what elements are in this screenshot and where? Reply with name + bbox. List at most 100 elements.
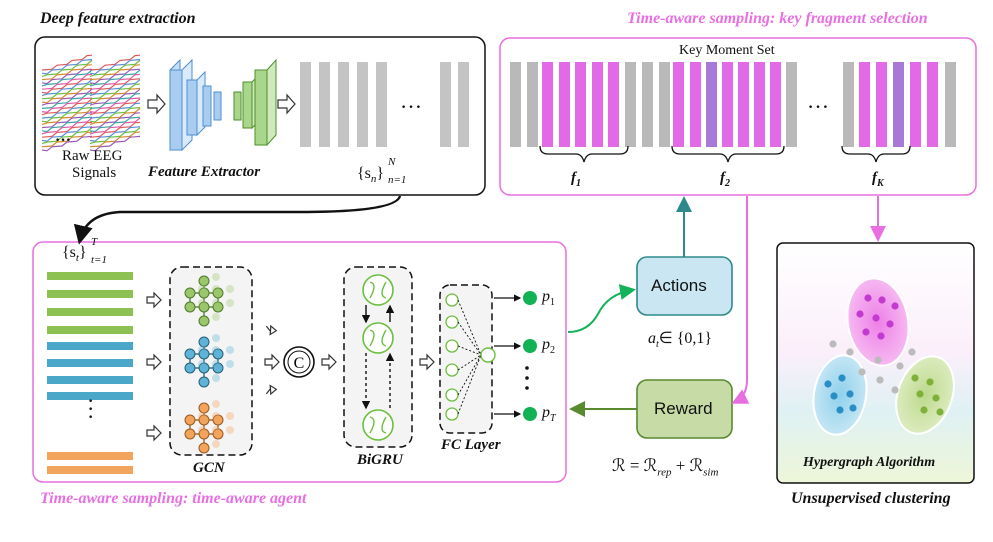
key-bar xyxy=(673,62,684,147)
cluster-node xyxy=(856,310,864,318)
gcn-node xyxy=(198,348,210,360)
feature-set-range: n=1 xyxy=(388,174,407,186)
cluster-node xyxy=(896,362,904,370)
sequence-stripe xyxy=(47,272,133,280)
feature-bar xyxy=(440,62,451,147)
gcn-node xyxy=(184,287,196,299)
eeg-trace xyxy=(41,78,93,94)
eeg-trace xyxy=(89,87,141,104)
eeg-trace xyxy=(41,116,93,133)
eeg-trace xyxy=(41,59,93,77)
clustering-caption: Unsupervised clustering xyxy=(791,490,951,507)
eeg-trace xyxy=(41,107,93,125)
key-bar xyxy=(642,62,653,147)
fc-edge xyxy=(457,345,482,356)
cluster-node xyxy=(872,314,880,322)
key-bar xyxy=(625,62,636,147)
eeg-trace xyxy=(41,126,93,142)
gcn-node xyxy=(212,348,224,360)
gcn-node-shadow xyxy=(198,360,206,368)
fc-edge xyxy=(457,354,482,371)
key-bar xyxy=(510,62,521,147)
cluster-node xyxy=(878,296,886,304)
gcn-node xyxy=(184,414,196,426)
cluster-node xyxy=(936,408,944,416)
eeg-trace xyxy=(41,73,93,90)
eeg-trace xyxy=(89,117,141,135)
eeg-trace xyxy=(89,102,141,119)
fc-input-node xyxy=(445,339,459,353)
eeg-trace xyxy=(89,107,141,123)
gcn-node xyxy=(212,428,224,440)
key-bar xyxy=(927,62,938,147)
eeg-trace xyxy=(41,59,93,75)
eeg-trace xyxy=(89,83,141,100)
eeg-trace xyxy=(89,59,141,77)
fc-edge xyxy=(457,321,482,356)
raw-eeg-label-1: Raw EEG xyxy=(62,148,123,164)
fc-input-node xyxy=(445,293,459,307)
sequence-stripe xyxy=(47,308,133,316)
gcn-node xyxy=(212,301,224,313)
eeg-trace xyxy=(41,98,93,116)
output-pt: pT xyxy=(542,404,556,425)
deep-feature-title: Deep feature extraction xyxy=(40,10,196,27)
gcn-node xyxy=(212,287,224,299)
sequence-stripe xyxy=(47,290,133,298)
fc-layer-label: FC Layer xyxy=(441,437,501,453)
gcn-node-shadow xyxy=(212,285,220,293)
key-ellipsis: … xyxy=(807,88,829,113)
key-bar xyxy=(770,62,781,147)
sequence-stripe xyxy=(47,392,133,400)
key-fragment-title: Time-aware sampling: key fragment select… xyxy=(627,10,928,27)
output-p2: p2 xyxy=(542,336,555,357)
feature-sequence xyxy=(300,62,469,147)
key-bar xyxy=(843,62,854,147)
cluster-node xyxy=(891,386,899,394)
key-bar xyxy=(945,62,956,147)
bigru-block xyxy=(343,266,413,448)
eeg-ellipsis: … xyxy=(55,128,71,145)
eeg-trace xyxy=(41,112,93,129)
flow-arrow xyxy=(147,93,296,115)
cluster-node xyxy=(916,390,924,398)
sequence-stripe xyxy=(47,326,133,334)
blue-cluster xyxy=(812,354,868,436)
agent-title: Time-aware sampling: time-aware agent xyxy=(40,490,307,507)
cluster-node xyxy=(858,368,866,376)
gcn-node xyxy=(198,336,210,348)
flow-arrow xyxy=(321,353,337,371)
gcn-node-shadow xyxy=(226,426,234,434)
bigru-arrows xyxy=(361,304,395,410)
eeg-trace xyxy=(89,54,141,71)
gcn-node xyxy=(198,442,210,454)
eeg-trace xyxy=(41,131,93,148)
gcn-node xyxy=(198,428,210,440)
cluster-node xyxy=(891,302,899,310)
cluster-node xyxy=(862,328,870,336)
gcn-node xyxy=(198,414,210,426)
gcn-node xyxy=(198,315,210,327)
cluster-node xyxy=(838,374,846,382)
gcn-node xyxy=(198,402,210,414)
gcn-label: GCN xyxy=(193,460,225,476)
gcn-node xyxy=(212,414,224,426)
eeg-trace xyxy=(41,121,93,138)
key-bar xyxy=(754,62,765,147)
gcn-node xyxy=(198,376,210,388)
eeg-trace xyxy=(89,112,141,129)
fragment-fk: fK xyxy=(872,170,884,189)
sequence-stripe xyxy=(47,466,133,474)
eeg-trace xyxy=(89,59,141,75)
cluster-node xyxy=(849,404,857,412)
gcn-node-shadow xyxy=(226,346,234,354)
eeg-trace xyxy=(41,102,93,119)
reward-formula: ℛ = ℛrep + ℛsim xyxy=(612,456,719,479)
eeg-trace xyxy=(89,127,141,145)
cluster-node xyxy=(874,356,882,364)
key-bar xyxy=(738,62,749,147)
eeg-trace xyxy=(89,98,141,116)
hypergraph-label: Hypergraph Algorithm xyxy=(803,455,936,470)
